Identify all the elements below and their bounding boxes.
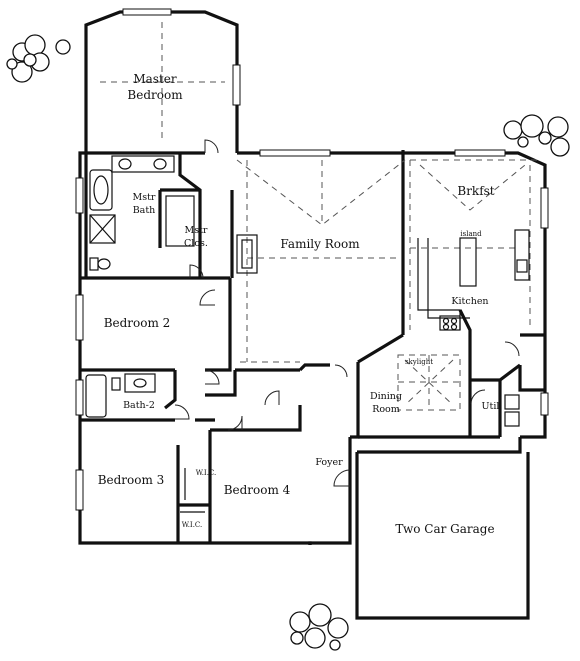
- washer-icon: [504, 394, 520, 427]
- bath-2-label: Bath-2: [123, 400, 155, 411]
- bath2-vanity: [111, 373, 156, 393]
- wic-2-label: W.I.C.: [182, 521, 203, 529]
- fireplace-icon: [236, 234, 258, 274]
- master-bedroom-label-2: Bedroom: [127, 88, 183, 102]
- tree-icon-top-left: [6, 34, 71, 83]
- mstr-bath-label-1: Mstr: [133, 192, 156, 203]
- stove-icon: [439, 315, 461, 331]
- closet-shelves: [165, 195, 205, 513]
- island-label: island: [460, 230, 482, 238]
- tree-icon-top-right: [503, 114, 570, 157]
- bathtub-icon: [89, 169, 113, 211]
- skylight-label: skylight: [405, 358, 433, 366]
- family-room-label: Family Room: [280, 237, 360, 251]
- windows: [75, 8, 549, 511]
- room-labels: Master Bedroom Mstr Bath Mstr Clos. Fami…: [98, 72, 503, 536]
- tree-icon-bottom: [289, 603, 349, 651]
- wic-1-label: W.I.C.: [196, 469, 217, 477]
- garage-label: Two Car Garage: [395, 522, 494, 536]
- bedroom-4-label: Bedroom 4: [224, 483, 291, 497]
- bedroom-3-label: Bedroom 3: [98, 473, 165, 487]
- mstr-bath-label-2: Bath: [133, 205, 156, 216]
- foyer-label: Foyer: [315, 457, 343, 468]
- bath2-tub: [85, 374, 107, 418]
- brkfst-label: Brkfst: [457, 184, 494, 198]
- shower: [89, 214, 116, 244]
- bedroom-2-label: Bedroom 2: [104, 316, 171, 330]
- skylight: [397, 354, 461, 411]
- ceiling-lines: [100, 22, 540, 363]
- island-counter: [459, 237, 477, 287]
- dining-label-2: Room: [372, 404, 400, 415]
- util-label: Util.: [482, 401, 503, 412]
- interior-walls: [80, 150, 545, 543]
- mstr-clos-label-1: Mstr: [185, 225, 208, 236]
- door-swings: [174, 139, 520, 487]
- kitchen-label: Kitchen: [451, 296, 488, 307]
- mstr-bath-vanity: [111, 155, 175, 173]
- dining-label-1: Dining: [370, 391, 402, 402]
- fridge-pantry: [514, 229, 530, 281]
- exterior-walls: [78, 10, 547, 620]
- mstr-clos-label-2: Clos.: [184, 238, 208, 249]
- toilet-icon: [89, 257, 111, 271]
- master-bedroom-label-1: Master: [133, 72, 177, 86]
